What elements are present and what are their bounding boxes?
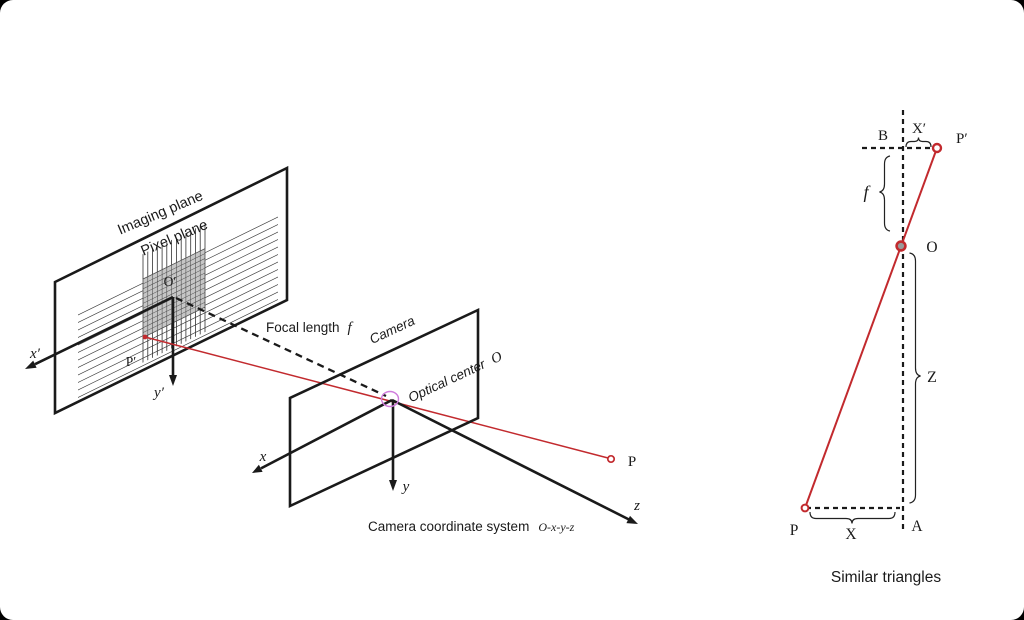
projection-ray [144, 336, 609, 459]
z-arrowhead [626, 515, 638, 524]
f-label: f [863, 182, 871, 202]
y-arrowhead [389, 480, 397, 491]
y-axis-label: y [401, 479, 410, 495]
z-axis-label: z [633, 498, 640, 514]
focal-length-dashed-line [175, 296, 387, 398]
x-prime-arrowhead [25, 360, 37, 369]
similar-triangles-caption: Similar triangles [831, 569, 942, 586]
x-prime-label: X′ [912, 121, 926, 137]
o-prime-label: O′ [164, 274, 177, 289]
x-brace [809, 511, 896, 524]
y-prime-axis-label: y′ [152, 385, 165, 401]
y-prime-arrowhead [169, 375, 177, 386]
o-dot [895, 240, 907, 252]
z-brace [909, 252, 921, 504]
a-label: A [911, 518, 923, 535]
o-label: O [926, 239, 937, 256]
similar-triangles-diagram: B X′ P′ f O Z P X A Similar triangles [790, 110, 968, 586]
image-point-p-prime-dot [142, 334, 148, 340]
optical-center-label: Optical center O [405, 347, 505, 406]
p-prime-label: P′ [956, 131, 968, 147]
x-label: X [845, 526, 856, 543]
z-label: Z [927, 369, 937, 386]
focal-length-label: Focal length f [266, 319, 354, 336]
x-axis-label: x [259, 449, 267, 465]
image-coordinate-axes [25, 295, 177, 386]
coord-system-label: Camera coordinate system O-x-y-z [368, 518, 575, 535]
comb-ticks-top [142, 223, 206, 280]
p-dot [800, 503, 810, 513]
camera-plane [288, 307, 480, 509]
camera-coordinate-axes [252, 398, 638, 524]
b-label: B [878, 128, 888, 144]
f-brace [879, 155, 891, 232]
optical-center-circle [380, 390, 400, 408]
p-prime-dot [931, 142, 943, 154]
similar-triangles-ray [804, 147, 938, 509]
comb-ticks-bottom [142, 306, 206, 363]
p-prime-label: P′ [126, 354, 137, 369]
x-prime-axis-label: x′ [29, 346, 41, 362]
x-prime-brace [905, 137, 932, 148]
point-p-label: P [628, 454, 636, 470]
p-label: P [790, 522, 799, 539]
x-arrowhead [252, 464, 263, 473]
pixel-plane-grid [142, 223, 206, 363]
world-point-p-dot [606, 454, 616, 464]
